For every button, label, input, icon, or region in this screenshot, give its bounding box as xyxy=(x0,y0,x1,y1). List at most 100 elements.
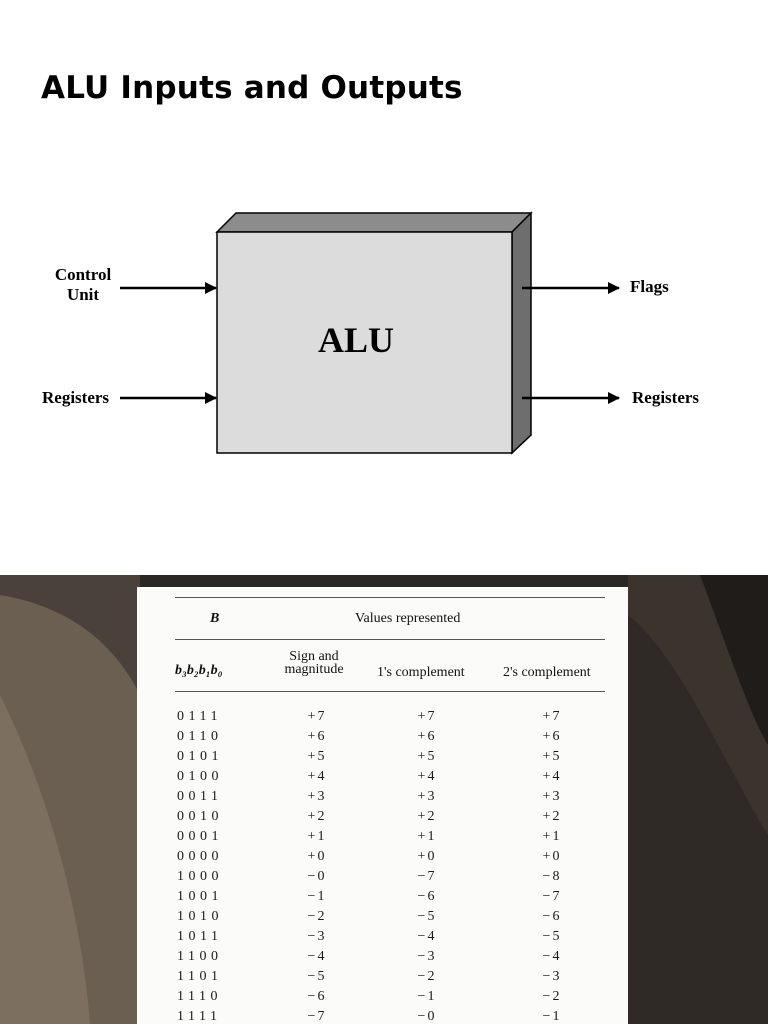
control-unit-label: Control Unit xyxy=(53,265,113,305)
table-row: 0111 +7 +7 +7 xyxy=(137,709,628,729)
column-header-sign-magnitude: Sign and magnitude xyxy=(281,649,347,677)
bits-cell: 0100 xyxy=(177,769,223,784)
ones-complement-cell: −2 xyxy=(417,969,437,984)
sign-magnitude-cell: −5 xyxy=(307,969,327,984)
twos-complement-cell: −1 xyxy=(542,1009,562,1024)
table-row: 1101−5−2−3 xyxy=(137,969,628,989)
control-unit-label-line1: Control xyxy=(54,265,112,284)
twos-complement-cell: −5 xyxy=(542,929,562,944)
alu-box-top xyxy=(215,212,533,233)
flags-output-label: Flags xyxy=(630,277,669,296)
ones-complement-cell: +0 xyxy=(417,849,437,864)
twos-complement-cell: −4 xyxy=(542,949,562,964)
sign-magnitude-cell: +4 xyxy=(307,769,327,784)
ones-complement-cell: −6 xyxy=(417,889,437,904)
ones-complement-cell: +4 xyxy=(417,769,437,784)
table-row: 0011 +3 +3 +3 xyxy=(137,789,628,809)
table-row: 1110 −6 −1 −2 xyxy=(137,989,628,1009)
bits-cell: 1000 xyxy=(177,869,223,884)
column-header-rule xyxy=(175,691,605,692)
twos-complement-cell: +0 xyxy=(542,849,562,864)
binary-representation-table: B Values represented b₃b₂b₁b₀ Sign and m… xyxy=(137,587,628,1024)
ones-complement-cell: −4 xyxy=(417,929,437,944)
twos-complement-cell: +4 xyxy=(542,769,562,784)
alu-label: ALU xyxy=(318,320,395,360)
alu-diagram: ALU Control Unit Registers Flags Registe… xyxy=(0,195,768,475)
table-row: 0100 +4 +4 +4 xyxy=(137,769,628,789)
bits-cell: 0000 xyxy=(177,849,223,864)
bits-cell: 1110 xyxy=(177,989,222,1004)
twos-complement-cell: +7 xyxy=(542,709,562,724)
sign-magnitude-cell: +6 xyxy=(307,729,327,744)
ones-complement-cell: +1 xyxy=(417,829,437,844)
ones-complement-cell: +2 xyxy=(417,809,437,824)
twos-complement-cell: +5 xyxy=(542,749,562,764)
table-row: 1100 −4 −3 −4 xyxy=(137,949,628,969)
ones-complement-cell: −3 xyxy=(417,949,437,964)
bits-cell: 0011 xyxy=(177,789,223,804)
twos-complement-cell: +1 xyxy=(542,829,562,844)
column-header-ones-complement: 1's complement xyxy=(377,665,465,680)
registers-output-label: Registers xyxy=(632,388,700,407)
header-values-represented: Values represented xyxy=(355,611,461,626)
ones-complement-cell: +7 xyxy=(417,709,437,724)
bits-cell: 0101 xyxy=(177,749,223,764)
sign-magnitude-cell: +2 xyxy=(307,809,327,824)
bits-cell: 0111 xyxy=(177,709,222,724)
twos-complement-cell: +3 xyxy=(542,789,562,804)
table-background-panel: B Values represented b₃b₂b₁b₀ Sign and m… xyxy=(0,575,768,1024)
sign-magnitude-line1: Sign and xyxy=(289,649,339,664)
table-row: 1001 −1 −6 −7 xyxy=(137,889,628,909)
ones-complement-cell: +3 xyxy=(417,789,437,804)
ones-complement-cell: −0 xyxy=(417,1009,437,1024)
bits-cell: 0001 xyxy=(177,829,223,844)
bits-cell: 1010 xyxy=(177,909,223,924)
sign-magnitude-cell: −1 xyxy=(307,889,327,904)
sign-magnitude-cell: +0 xyxy=(307,849,327,864)
sign-magnitude-cell: +7 xyxy=(307,709,327,724)
sign-magnitude-cell: −3 xyxy=(307,929,327,944)
table-row: 0001 +1 +1 +1 xyxy=(137,829,628,849)
table-row: 0010 +2 +2 +2 xyxy=(137,809,628,829)
sign-magnitude-cell: −2 xyxy=(307,909,327,924)
table-row: 1011−3−4−5 xyxy=(137,929,628,949)
slide-title: ALU Inputs and Outputs xyxy=(41,70,463,106)
ones-complement-cell: +6 xyxy=(417,729,437,744)
bits-cell: 0010 xyxy=(177,809,223,824)
header-b: B xyxy=(210,611,220,626)
twos-complement-cell: −7 xyxy=(542,889,562,904)
twos-complement-cell: −6 xyxy=(542,909,562,924)
table-row: 0110 +6 +6 +6 xyxy=(137,729,628,749)
sign-magnitude-cell: +1 xyxy=(307,829,327,844)
sign-magnitude-cell: +5 xyxy=(307,749,327,764)
sign-magnitude-cell: −4 xyxy=(307,949,327,964)
control-unit-label-line2: Unit xyxy=(66,285,100,304)
twos-complement-cell: −2 xyxy=(542,989,562,1004)
table-row: 0000 +0 +0 +0 xyxy=(137,849,628,869)
header-rule xyxy=(175,639,605,640)
table-row: 1010 −2 −5 −6 xyxy=(137,909,628,929)
bits-cell: 1100 xyxy=(177,949,223,964)
table-row: 1111 −7 −0 −1 xyxy=(137,1009,628,1024)
twos-complement-cell: −8 xyxy=(542,869,562,884)
ones-complement-cell: −7 xyxy=(417,869,437,884)
twos-complement-cell: +6 xyxy=(542,729,562,744)
bits-cell: 1111 xyxy=(177,1009,222,1024)
alu-label-background xyxy=(308,307,434,373)
ones-complement-cell: +5 xyxy=(417,749,437,764)
ones-complement-cell: −1 xyxy=(417,989,437,1004)
bits-cell: 0110 xyxy=(177,729,223,744)
twos-complement-cell: −3 xyxy=(542,969,562,984)
table-row: 1000−0−7−8 xyxy=(137,869,628,889)
sign-magnitude-cell: −7 xyxy=(307,1009,327,1024)
sign-magnitude-cell: +3 xyxy=(307,789,327,804)
twos-complement-cell: +2 xyxy=(542,809,562,824)
registers-input-label: Registers xyxy=(42,388,110,407)
sign-magnitude-cell: −6 xyxy=(307,989,327,1004)
bits-cell: 1001 xyxy=(177,889,223,904)
alu-box-side xyxy=(511,211,532,455)
table-row: 0101 +5 +5 +5 xyxy=(137,749,628,769)
sign-magnitude-line2: magnitude xyxy=(284,662,344,677)
ones-complement-cell: −5 xyxy=(417,909,437,924)
column-header-twos-complement: 2's complement xyxy=(503,665,591,680)
